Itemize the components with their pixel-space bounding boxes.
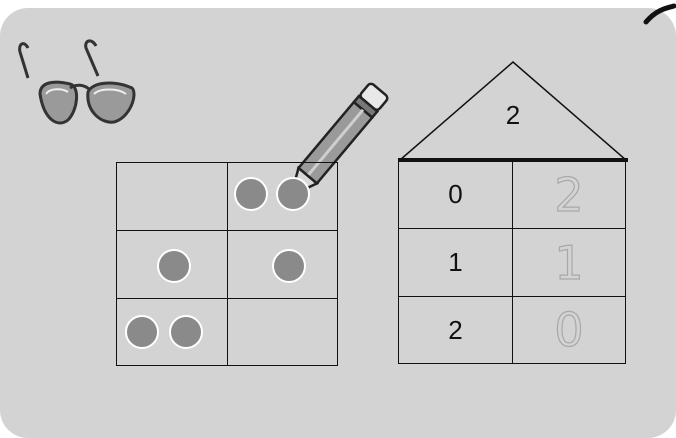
dot	[272, 249, 306, 283]
dot-cell	[227, 230, 338, 298]
dot-cell	[227, 162, 338, 230]
worksheet: 2 0 2 1 1 2 0	[0, 0, 676, 418]
dot-cell	[116, 230, 227, 298]
house-cell-left: 1	[398, 228, 512, 296]
dot	[169, 315, 203, 349]
dot-cell	[116, 162, 227, 230]
glasses-icon	[14, 36, 142, 132]
dot-cell	[227, 298, 338, 366]
dot-cell	[116, 298, 227, 366]
house-cell-trace: 2	[512, 160, 626, 228]
dot	[234, 177, 268, 211]
dot	[125, 315, 159, 349]
house-cell-left: 0	[398, 160, 512, 228]
dot	[276, 177, 310, 211]
dot-grid	[116, 162, 338, 366]
house-cell-left: 2	[398, 296, 512, 364]
roof-number: 2	[496, 100, 530, 131]
traced-digit: 0	[554, 303, 583, 357]
traced-digit: 2	[554, 168, 583, 222]
number-house-table: 0 2 1 1 2 0	[398, 160, 626, 364]
dot	[157, 249, 191, 283]
house-cell-trace: 0	[512, 296, 626, 364]
house-cell-trace: 1	[512, 228, 626, 296]
traced-digit: 1	[554, 236, 583, 290]
page-edge-mark	[640, 0, 676, 40]
